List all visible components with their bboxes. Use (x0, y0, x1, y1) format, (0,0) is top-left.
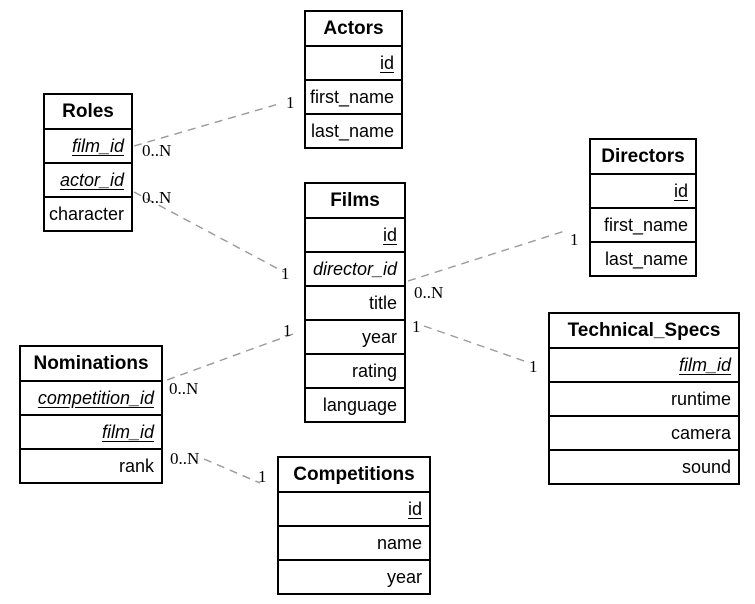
relationship-line-films-technical-specs (423, 325, 528, 363)
field-nominations-film-id: film_id (21, 416, 161, 450)
field-technical-specs-sound: sound (681, 457, 731, 477)
table-films: Films id director_id title year rating l… (304, 182, 406, 423)
table-header-actors: Actors (306, 12, 401, 47)
relationship-line-nominations-competitions (203, 458, 261, 484)
cardinality-roles-films-many: 0..N (142, 188, 172, 207)
cardinality-films-directors-one: 1 (570, 230, 579, 249)
field-directors-last-name: last_name (604, 249, 688, 269)
field-films-rating: rating (306, 355, 404, 389)
field-roles-actor-id: actor_id (45, 164, 131, 198)
field-technical-specs-camera: camera (550, 417, 738, 451)
table-directors: Directors id first_name last_name (589, 138, 697, 277)
field-technical-specs-runtime: runtime (550, 383, 738, 417)
field-films-director-id: director_id (306, 253, 404, 287)
table-header-directors: Directors (591, 140, 695, 175)
relationship-line-films-directors (407, 229, 569, 282)
field-roles-character: character (48, 204, 124, 224)
cardinality-films-directors-many: 0..N (414, 283, 444, 302)
table-header-technical-specs: Technical_Specs (550, 314, 738, 349)
field-films-title: title (306, 287, 404, 321)
relationship-line-nominations-films (166, 333, 294, 381)
cardinality-nominations-competitions-many: 0..N (170, 449, 200, 468)
field-roles-film-id: film_id (45, 130, 131, 164)
field-competitions-name: name (279, 527, 429, 561)
table-header-roles: Roles (45, 95, 131, 130)
field-competitions-id: id (279, 493, 429, 527)
field-nominations-competition-id: competition_id (21, 382, 161, 416)
table-roles: Roles film_id actor_id character (43, 93, 133, 232)
field-technical-specs-film-id: film_id (550, 349, 738, 383)
field-competitions-year: year (386, 567, 422, 587)
field-nominations-rank: rank (118, 456, 154, 476)
field-films-id: id (306, 219, 404, 253)
field-directors-id: id (591, 175, 695, 209)
cardinality-nominations-competitions-one: 1 (258, 467, 267, 486)
cardinality-nominations-films-many: 0..N (169, 379, 199, 398)
cardinality-roles-films-one: 1 (281, 264, 290, 283)
field-films-year: year (306, 321, 404, 355)
field-films-language: language (322, 395, 397, 415)
table-header-competitions: Competitions (279, 458, 429, 493)
field-actors-first-name: first_name (306, 81, 401, 115)
cardinality-roles-actors-many: 0..N (142, 141, 172, 160)
table-technical-specs: Technical_Specs film_id runtime camera s… (548, 312, 740, 485)
field-actors-id: id (306, 47, 401, 81)
relationship-line-roles-actors (133, 102, 283, 147)
table-header-films: Films (306, 184, 404, 219)
field-directors-first-name: first_name (591, 209, 695, 243)
table-header-nominations: Nominations (21, 347, 161, 382)
field-actors-last-name: last_name (310, 121, 394, 141)
table-nominations: Nominations competition_id film_id rank (19, 345, 163, 484)
cardinality-films-technical-specs-one-a: 1 (412, 317, 421, 336)
cardinality-films-technical-specs-one-b: 1 (529, 357, 538, 376)
table-actors: Actors id first_name last_name (304, 10, 403, 149)
cardinality-nominations-films-one: 1 (283, 321, 292, 340)
table-competitions: Competitions id name year (277, 456, 431, 595)
cardinality-roles-actors-one: 1 (286, 93, 295, 112)
